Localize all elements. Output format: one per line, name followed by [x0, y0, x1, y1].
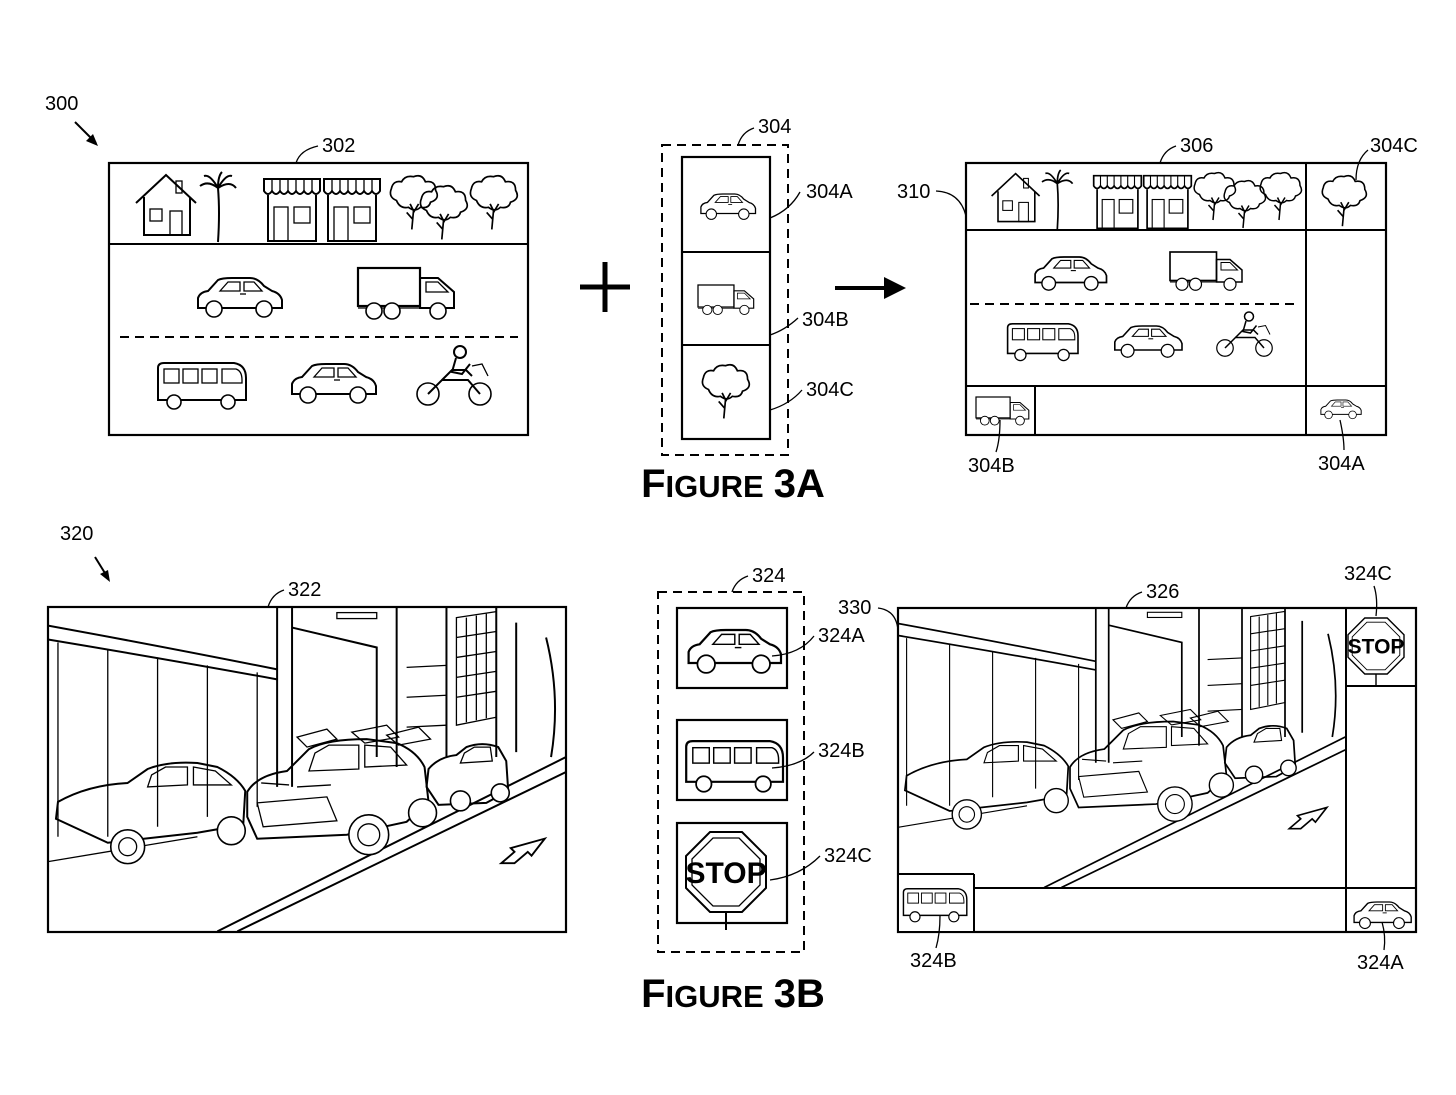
label-ref-310: 310 — [897, 181, 930, 203]
stop-sign-icon: STOP — [685, 831, 767, 931]
label-ref-324: 324 — [752, 565, 785, 587]
figure-3b: 320 322 324 STOP 324A — [46, 523, 1418, 1016]
label-ref-330: 330 — [838, 597, 871, 619]
label-ref-304c: 304C — [806, 379, 854, 401]
plus-icon — [580, 262, 630, 312]
label-ref-326: 326 — [1146, 581, 1179, 603]
label-ref-300: 300 — [45, 93, 78, 115]
arrow-icon — [835, 277, 906, 299]
label-ref-324a: 324A — [818, 625, 865, 647]
stop-sign-icon: STOP — [1347, 617, 1405, 688]
label-ref-320: 320 — [60, 523, 93, 545]
label-ref-304b-output: 304B — [968, 455, 1015, 477]
label-ref-324b-output: 324B — [910, 950, 957, 972]
figure-3a: 300 302 — [45, 93, 1418, 506]
result-image-326: 326 330 STOP 324C 324B 324A — [838, 563, 1418, 974]
label-ref-302: 302 — [322, 135, 355, 157]
label-ref-304a-output: 304A — [1318, 453, 1365, 475]
label-ref-304: 304 — [758, 116, 791, 138]
svg-text:STOP: STOP — [1348, 636, 1405, 659]
result-image-306: 306 310 304C — [897, 135, 1418, 477]
source-image-302: 302 — [107, 135, 530, 437]
object-set-304: 304 304A 304B 304C — [661, 116, 854, 456]
label-ref-304b: 304B — [802, 309, 849, 331]
label-ref-324b: 324B — [818, 740, 865, 762]
label-ref-322: 322 — [288, 579, 321, 601]
label-ref-324c-output: 324C — [1344, 563, 1392, 585]
label-ref-306: 306 — [1180, 135, 1213, 157]
label-ref-324c: 324C — [824, 845, 872, 867]
label-ref-304c-output: 304C — [1370, 135, 1418, 157]
label-ref-304a: 304A — [806, 181, 853, 203]
svg-text:STOP: STOP — [685, 857, 766, 890]
object-set-324: 324 STOP 324A 324B 324C — [657, 565, 872, 953]
label-ref-324a-output: 324A — [1357, 952, 1404, 974]
source-image-322: 322 — [46, 579, 568, 934]
